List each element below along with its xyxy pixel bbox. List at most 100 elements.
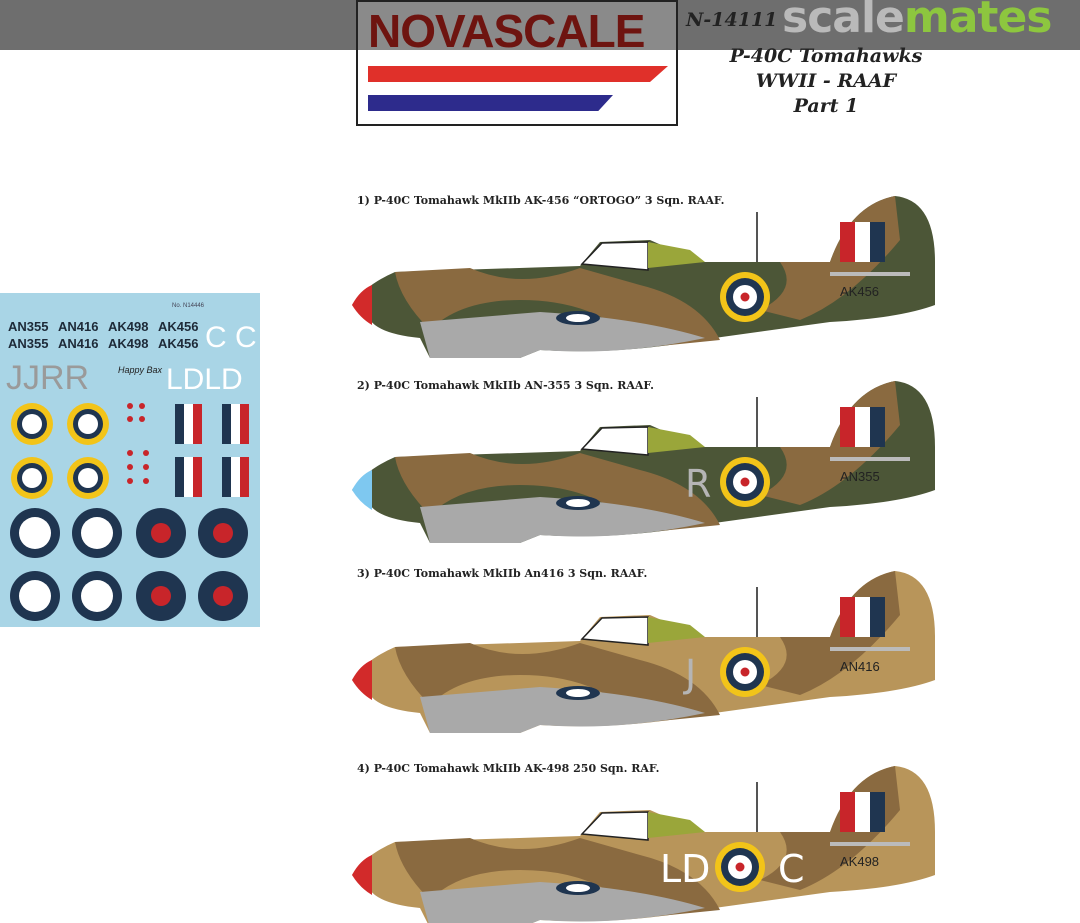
spinner — [352, 660, 372, 700]
decal-small-dot — [127, 450, 133, 456]
decal-serial: AK498 — [108, 319, 148, 334]
product-title: P-40C Tomahawks — [729, 45, 923, 67]
wing-roundel-white — [566, 314, 590, 322]
scalemates-watermark: scalemates — [782, 0, 1052, 43]
decal-small-dot — [139, 403, 145, 409]
decal-roundel-center — [81, 580, 113, 612]
fin-flash-red — [840, 792, 855, 832]
squadron-code: J — [683, 652, 696, 696]
underside — [420, 312, 705, 358]
decal-roundel-center — [81, 517, 113, 549]
underside — [420, 687, 705, 733]
product-subtitle: WWII - RAAF — [755, 70, 897, 92]
aircraft-profile-2: AN355 R — [352, 381, 935, 543]
fin-flash-blue — [870, 792, 885, 832]
aircraft-caption-4: 4) P-40C Tomahawk MkIIb AK-498 250 Sqn. … — [357, 762, 660, 775]
decal-small-dot — [127, 403, 133, 409]
decal-serial: AN416 — [58, 319, 98, 334]
serial-number: AN355 — [840, 469, 880, 484]
canopy-armour-glass — [648, 812, 705, 838]
fuselage-roundel-red — [740, 477, 750, 487]
fin-flash-blue — [870, 407, 885, 447]
serial-number: AK456 — [840, 284, 879, 299]
decal-fin-flash — [222, 404, 231, 444]
decal-roundel-center — [213, 586, 233, 606]
fin-flash-white — [855, 222, 870, 262]
decal-fin-flash — [240, 404, 249, 444]
decal-roundel-center — [213, 523, 233, 543]
fin-flash-white — [855, 407, 870, 447]
decal-fin-flash — [193, 404, 202, 444]
canopy-armour-glass — [648, 427, 705, 453]
wing-roundel-white — [566, 499, 590, 507]
decal-serial: AK498 — [108, 336, 148, 351]
decal-roundel-white — [22, 414, 42, 434]
decal-fin-flash — [175, 457, 184, 497]
decal-serial: AN355 — [8, 319, 48, 334]
fin-flash-white — [855, 597, 870, 637]
decal-small-dot — [139, 416, 145, 422]
decal-fin-flash — [222, 457, 231, 497]
tailplane — [830, 457, 910, 461]
decal-fin-flash — [184, 404, 193, 444]
decal-codes-c: C C — [205, 321, 257, 354]
aircraft-caption-3: 3) P-40C Tomahawk MkIIb An416 3 Sqn. RAA… — [357, 567, 648, 580]
logo-red-stripe — [368, 66, 668, 82]
brand-name: NOVASCALE — [368, 5, 645, 57]
decal-sheet-artwork: No. N14446AN355AN355AN416AN416AK498AK498… — [6, 303, 257, 621]
tailplane — [830, 647, 910, 651]
fin-flash-white — [855, 792, 870, 832]
decal-serial: AK456 — [158, 336, 198, 351]
fuselage-roundel-red — [735, 862, 745, 872]
aircraft-caption-2: 2) P-40C Tomahawk MkIIb AN-355 3 Sqn. RA… — [357, 379, 654, 392]
decal-serial: AK456 — [158, 319, 198, 334]
canopy-armour-glass — [648, 617, 705, 643]
decal-nose-art: Happy Bax — [118, 365, 163, 375]
decal-roundel-center — [19, 517, 51, 549]
logo-white-stripe — [368, 82, 648, 95]
decal-roundel-white — [78, 414, 98, 434]
tailplane — [830, 272, 910, 276]
decal-codes-jr: JJRR — [6, 359, 89, 397]
decal-serial: AN355 — [8, 336, 48, 351]
squadron-code: R — [685, 462, 711, 506]
decal-small-dot — [127, 478, 133, 484]
novascale-logo: NOVASCALE — [356, 0, 678, 126]
spinner — [352, 855, 372, 895]
decal-serial: AN416 — [58, 336, 98, 351]
decal-codes-ld: LDLD — [166, 363, 243, 396]
decal-fin-flash — [240, 457, 249, 497]
underside — [420, 882, 705, 923]
decal-fin-flash — [193, 457, 202, 497]
spinner — [352, 470, 372, 510]
decal-small-dot — [143, 464, 149, 470]
logo-blue-stripe — [368, 95, 613, 111]
fin-flash-red — [840, 222, 855, 262]
decal-small-dot — [127, 464, 133, 470]
canopy-armour-glass — [648, 242, 705, 268]
tailplane — [830, 842, 910, 846]
wing-roundel-white — [566, 884, 590, 892]
decal-fin-flash — [184, 457, 193, 497]
decal-fin-flash — [231, 404, 240, 444]
aircraft-letter: C — [778, 847, 805, 891]
decal-small-dot — [143, 478, 149, 484]
aircraft-caption-1: 1) P-40C Tomahawk MkIIb AK-456 “ORTOGO” … — [357, 194, 725, 207]
fuselage-roundel-red — [740, 292, 750, 302]
serial-number: AK498 — [840, 854, 879, 869]
decal-roundel-white — [78, 468, 98, 488]
fin-flash-red — [840, 407, 855, 447]
decal-roundel-center — [151, 523, 171, 543]
aircraft-profile-1: AK456 — [352, 196, 935, 358]
fin-flash-blue — [870, 222, 885, 262]
fin-flash-blue — [870, 597, 885, 637]
underside — [420, 497, 705, 543]
fuselage-roundel-red — [740, 667, 750, 677]
decal-roundel-center — [19, 580, 51, 612]
product-code: N-14111 — [686, 9, 778, 31]
sheet-ref: No. N14446 — [172, 303, 205, 309]
decal-roundel-center — [151, 586, 171, 606]
decal-roundel-white — [22, 468, 42, 488]
